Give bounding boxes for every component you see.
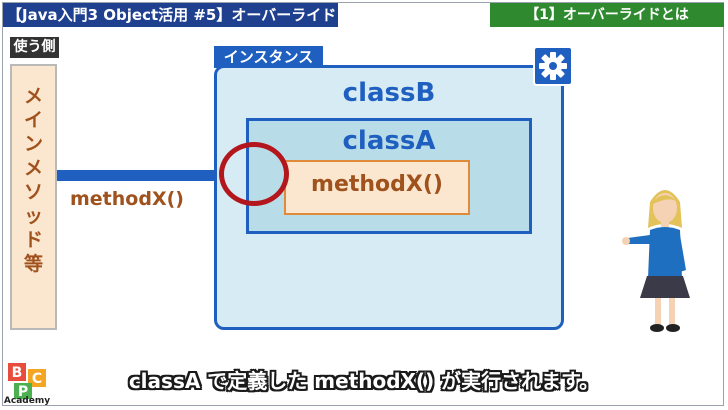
classA-label: classA [342, 126, 436, 156]
svg-text:P: P [18, 384, 28, 400]
classB-label: classB [342, 78, 436, 108]
method-label: methodX() [311, 172, 443, 197]
section-label: 【1】オーバーライドとは [490, 3, 724, 27]
highlight-ring [219, 142, 289, 206]
presenter-character [622, 190, 690, 332]
settings-button[interactable] [533, 46, 573, 86]
caller-tag: 使う側 [10, 37, 59, 58]
subtitle: classA で定義した methodX() が実行されます。 [128, 369, 600, 393]
svg-text:C: C [32, 371, 42, 387]
bcp-logo-icon: B C P [8, 363, 46, 400]
instance-label: インスタンス [214, 46, 323, 68]
video-frame [2, 2, 724, 406]
method-box [284, 160, 470, 215]
call-arrow [57, 170, 262, 181]
call-label: methodX() [70, 188, 184, 210]
video-title: 【Java入門3 Object活用 #5】オーバーライド [3, 3, 338, 27]
caller-label: メインメソッド等 [23, 85, 43, 275]
gear-icon [539, 52, 567, 80]
caller-box: メインメソッド等 [10, 64, 57, 330]
logo-text: Academy [3, 396, 51, 406]
svg-text:B: B [12, 365, 23, 381]
